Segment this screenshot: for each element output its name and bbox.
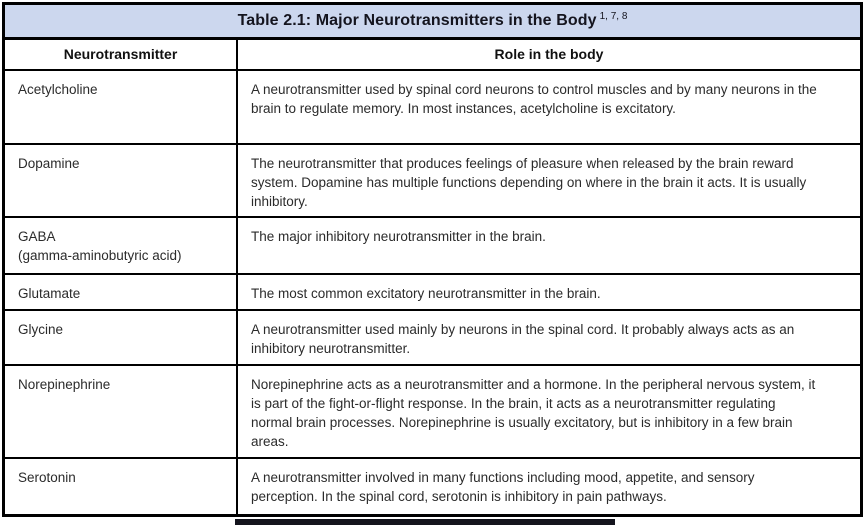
neurotransmitter-name: Dopamine [5,145,238,216]
header-neurotransmitter: Neurotransmitter [5,39,238,70]
next-element-edge [235,519,615,525]
table-title: Table 2.1: Major Neurotransmitters in th… [237,11,597,29]
neurotransmitter-role: A neurotransmitter used mainly by neuron… [251,322,795,357]
table-row-glycine: Glycine A neurotransmitter used mainly b… [5,311,860,366]
neurotransmitter-role: The most common excitatory neurotransmit… [251,285,601,301]
neurotransmitter-name: Norepinephrine [5,365,238,457]
neurotransmitter-name: Glutamate [5,274,238,310]
neurotransmitter-name: Acetylcholine [5,71,238,144]
neurotransmitter-name: Serotonin [5,458,238,514]
table-title-bar: Table 2.1: Major Neurotransmitters in th… [5,5,860,40]
table-row-glutamate: Glutamate The most common excitatory neu… [5,274,860,312]
table-row-norepinephrine: Norepinephrine Norepinephrine acts as a … [5,365,860,459]
table-row-gaba: GABA (gamma-aminobutyric acid) The major… [5,217,860,275]
table-row-serotonin: Serotonin A neurotransmitter involved in… [5,458,860,514]
neurotransmitter-role: A neurotransmitter involved in many func… [251,469,755,504]
neurotransmitter-name: Glycine [5,311,238,364]
table-header-row: Neurotransmitter Role in the body [5,39,860,72]
header-role-in-body: Role in the body [494,46,604,63]
neurotransmitter-role: A neurotransmitter used by spinal cord n… [251,82,817,117]
neurotransmitters-table: Table 2.1: Major Neurotransmitters in th… [2,2,863,517]
table-row-acetylcholine: Acetylcholine A neurotransmitter used by… [5,71,860,146]
neurotransmitter-role: Norepinephrine acts as a neurotransmitte… [251,376,816,449]
neurotransmitter-role: The neurotransmitter that produces feeli… [251,156,807,210]
table-row-dopamine: Dopamine The neurotransmitter that produ… [5,145,860,218]
table-title-references: 1, 7, 8 [599,11,628,23]
neurotransmitter-role: The major inhibitory neurotransmitter in… [251,228,546,244]
neurotransmitter-name: GABA (gamma-aminobutyric acid) [5,217,238,273]
